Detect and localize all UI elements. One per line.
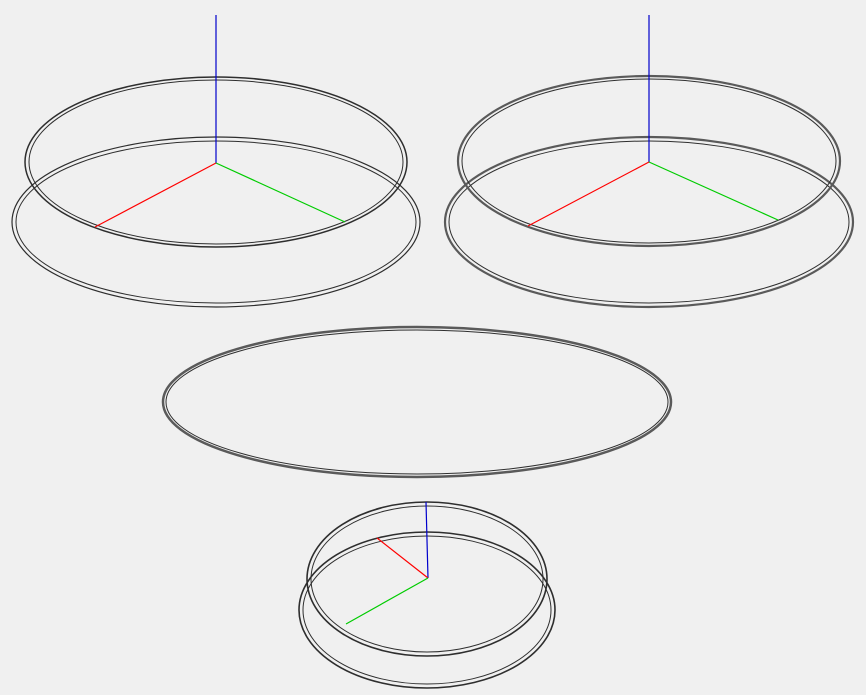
flat-ring-outer (161, 325, 673, 479)
object-bottom[interactable] (298, 501, 556, 689)
top-ring-inner (310, 505, 544, 653)
y-axis (215, 162, 346, 223)
x-axis (376, 537, 429, 579)
top-ring-outer (306, 501, 548, 657)
bottom-ring-inner (448, 140, 850, 304)
x-axis (527, 161, 650, 227)
flat-ring-inner (165, 329, 669, 475)
z-axis (425, 501, 429, 579)
y-axis (648, 161, 779, 221)
bottom-ring-inner (15, 140, 417, 304)
object-center-ellipse[interactable] (161, 325, 673, 479)
object-top-left[interactable] (11, 15, 421, 308)
y-axis (345, 577, 429, 625)
x-axis (94, 162, 217, 228)
object-top-right[interactable] (443, 15, 855, 309)
